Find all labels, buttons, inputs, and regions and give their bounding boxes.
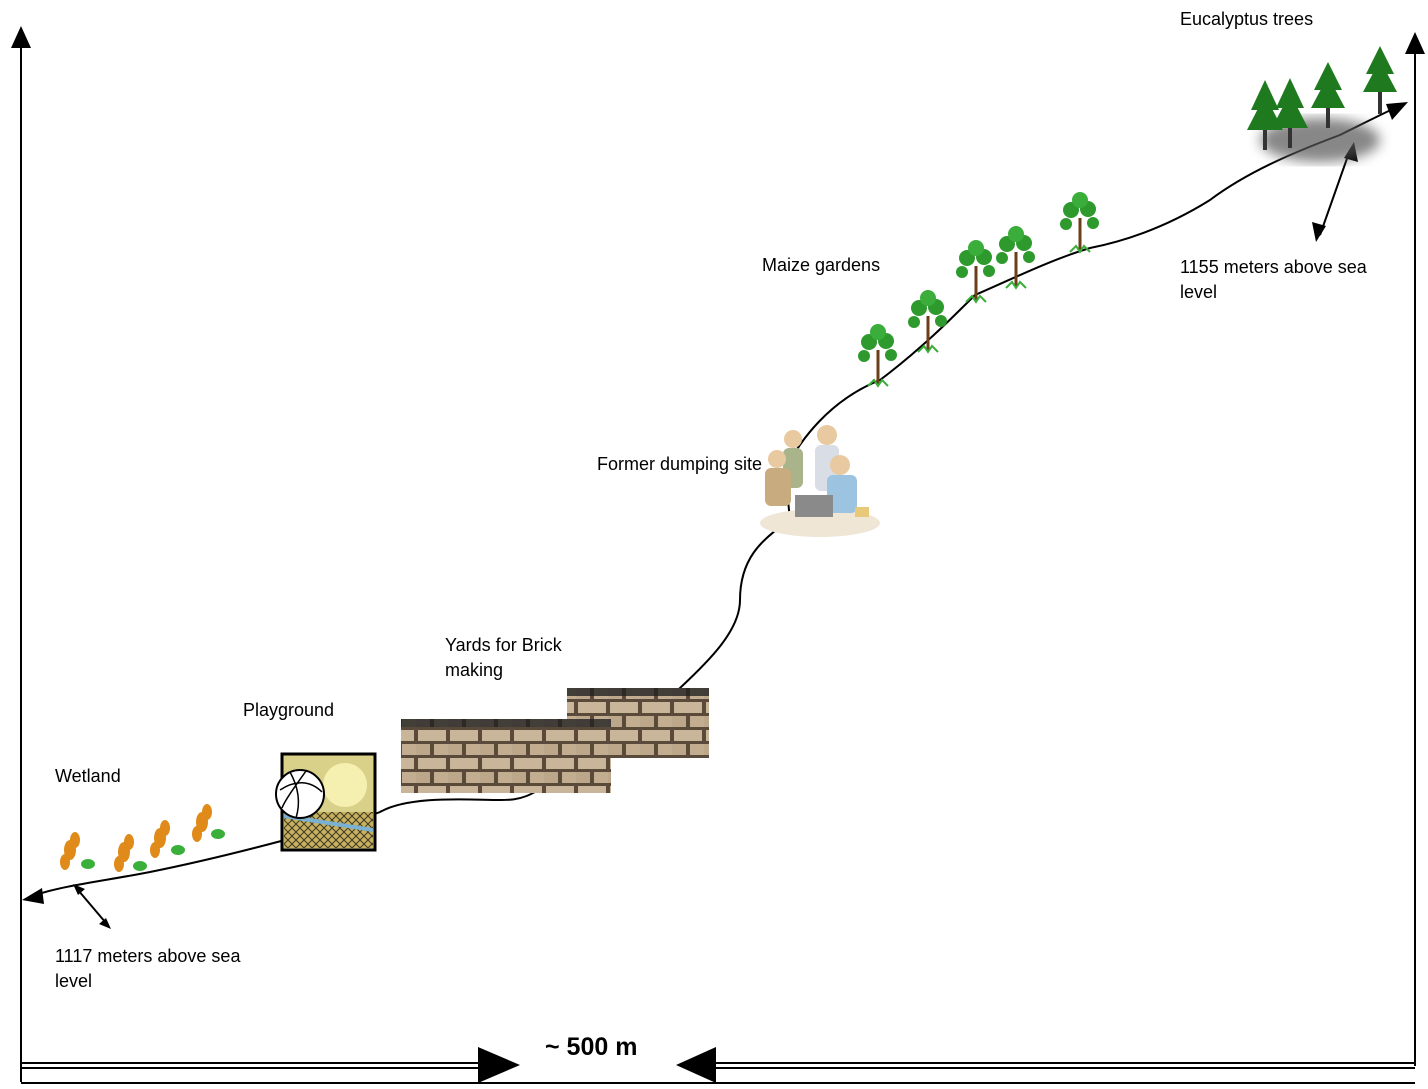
wetland-label: Wetland (55, 766, 121, 786)
maize-gardens-group (858, 192, 1099, 388)
maize-plant-icon (996, 226, 1035, 290)
eucalyptus-trees-group (1247, 46, 1397, 162)
pine-tree-icon (1272, 78, 1308, 148)
distance-label: ~ 500 m (545, 1033, 638, 1061)
wetland-plant-icon (60, 832, 95, 870)
people-group-icon (760, 425, 880, 537)
maize-label: Maize gardens (762, 255, 881, 275)
maize-plant-icon (858, 324, 897, 388)
volleyball-icon (275, 752, 377, 852)
pine-tree-icon (1247, 80, 1283, 150)
top-elevation-label: 1155 meters above sea level (1180, 257, 1367, 302)
wetland-plant-icon (150, 820, 185, 858)
distance-bar (21, 1047, 1415, 1084)
dumping-label: Former dumping site (597, 454, 763, 474)
wetland-plant-icon (192, 804, 225, 842)
bottom-elevation-label: 1117 meters above sea level (55, 946, 241, 991)
right-axis (1405, 32, 1425, 1066)
maize-plant-icon (908, 290, 947, 354)
maize-plant-icon (1060, 192, 1099, 254)
pine-tree-icon (1363, 46, 1397, 114)
wetland-plant-icon (114, 834, 147, 872)
left-axis (11, 26, 31, 1082)
bottom-elevation-arrow (73, 884, 111, 929)
playground-label: Playground (243, 700, 335, 720)
pine-tree-icon (1311, 62, 1345, 128)
maize-plant-icon (956, 240, 995, 304)
wetland-plants-group (60, 804, 225, 872)
terrain-profile (22, 102, 1408, 904)
eucalyptus-label: Eucalyptus trees (1180, 9, 1314, 29)
brick-label: Yards for Brick making (445, 635, 562, 680)
brick-wall-icon (401, 719, 611, 793)
